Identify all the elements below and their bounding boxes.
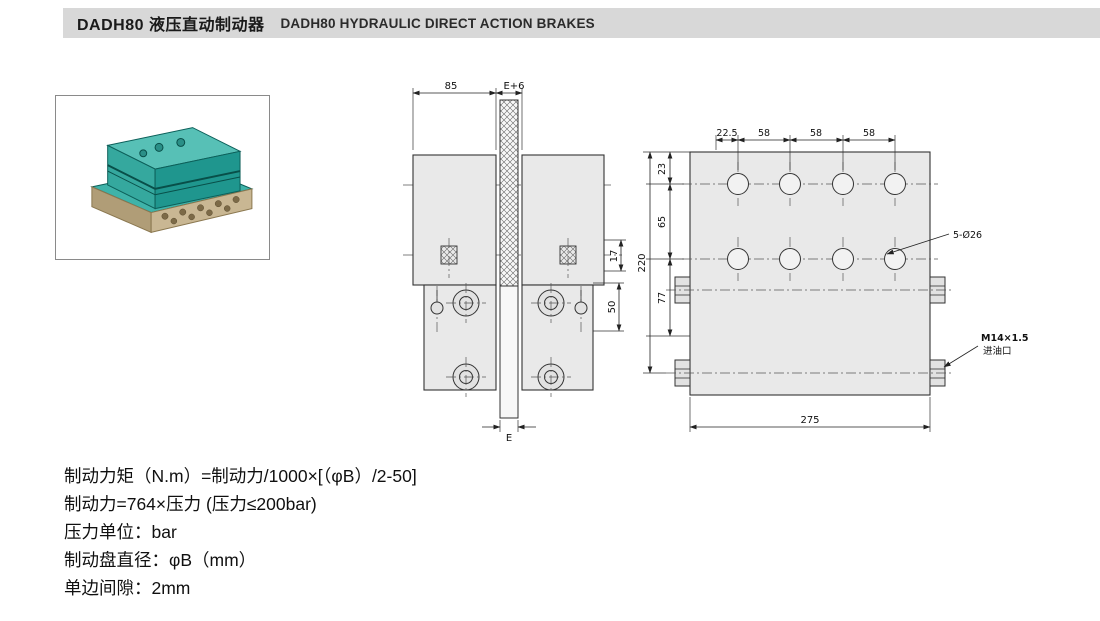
front-bottom-dimension: 275 [689,397,931,432]
bolt-head-icon [139,149,148,158]
label-oil-port-thread: M14×1.5 [981,333,1028,344]
product-photo [55,95,270,260]
technical-drawings: 85 E+6 17 50 E [403,81,1028,444]
brake-body [106,127,242,210]
label-holes: 5-Ø26 [953,230,982,241]
dim-220: 220 [637,253,648,272]
product-photo-illustration [90,127,254,234]
dim-17: 17 [609,250,620,263]
dim-50: 50 [607,301,618,314]
note-torque-formula: 制动力矩（N.m）=制动力/1000×[（φB）/2-50] [64,466,417,486]
side-view: 85 E+6 17 50 E [403,81,626,444]
dim-65: 65 [657,216,668,228]
caliper-upper-right [521,154,605,286]
dim-23: 23 [657,163,668,175]
dim-58-2: 58 [810,128,822,139]
dim-58-3: 58 [863,128,875,139]
flange-holes [161,196,240,225]
side-view-dimensions: 85 E+6 17 50 E [412,81,626,444]
note-disc-diameter: 制动盘直径：φB（mm） [64,550,257,570]
page-header: DADH80 液压直动制动器 DADH80 HYDRAULIC DIRECT A… [63,8,1100,38]
bolt-head-icon [154,142,164,152]
brake-disc-section [499,99,519,287]
mounting-bolts [446,283,571,397]
page-title-zh: DADH80 液压直动制动器 [77,17,265,34]
note-clearance: 单边间隙：2mm [64,578,191,598]
mounting-holes [727,173,906,270]
dim-e-plus-6: E+6 [503,81,524,92]
dim-e: E [506,433,512,444]
dim-85: 85 [445,81,458,92]
dim-77: 77 [657,292,668,304]
note-pressure-unit: 压力单位：bar [64,522,177,542]
note-force-formula: 制动力=764×压力 (压力≤200bar) [64,494,317,514]
label-oil-port-name: 进油口 [983,345,1012,357]
bleed-fittings [430,286,588,332]
spec-notes: 制动力矩（N.m）=制动力/1000×[（φB）/2-50] 制动力=764×压… [64,462,704,602]
dim-22-5: 22.5 [716,128,737,139]
front-view: 22.5 58 58 58 23 65 77 220 [637,128,1028,432]
caliper-upper-left [412,154,497,286]
callouts: 5-Ø26 M14×1.5 进油口 [886,230,1028,368]
page-title-en: DADH80 HYDRAULIC DIRECT ACTION BRAKES [280,15,595,31]
front-top-dimensions: 22.5 58 58 58 [715,128,896,170]
dim-275: 275 [800,415,819,426]
front-left-dimensions: 23 65 77 220 [637,151,690,374]
bolt-head-icon [176,137,186,147]
dim-58-1: 58 [758,128,770,139]
